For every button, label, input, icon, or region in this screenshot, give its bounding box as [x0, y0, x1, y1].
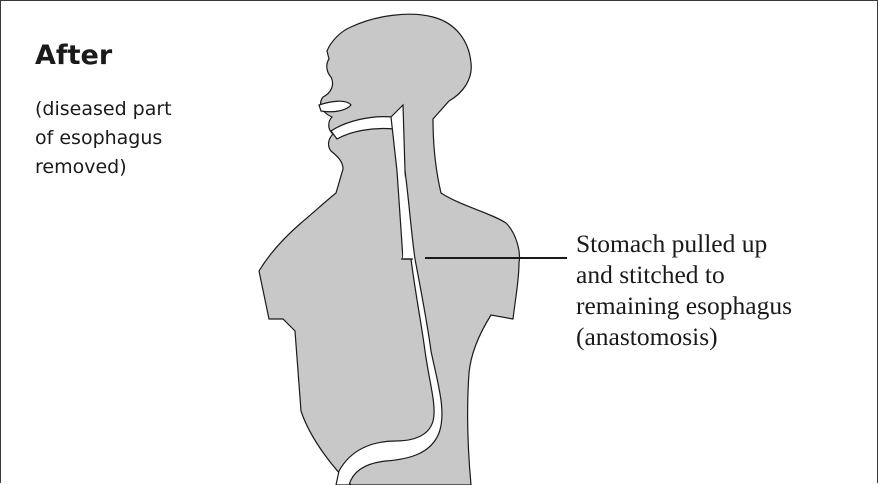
page-title: After: [35, 39, 112, 73]
anastomosis-callout: Stomach pulled up and stitched to remain…: [576, 228, 792, 352]
callout-line: remaining esophagus: [576, 290, 792, 321]
callout-line: Stomach pulled up: [576, 228, 792, 259]
human-torso-silhouette-icon: [259, 14, 519, 485]
subtitle-note: (diseased part of esophagus removed): [35, 95, 225, 182]
callout-line: and stitched to: [576, 259, 792, 290]
subtitle-line: removed): [35, 153, 225, 182]
callout-line: (anastomosis): [576, 321, 792, 352]
subtitle-line: of esophagus: [35, 124, 225, 153]
subtitle-line: (diseased part: [35, 95, 225, 124]
